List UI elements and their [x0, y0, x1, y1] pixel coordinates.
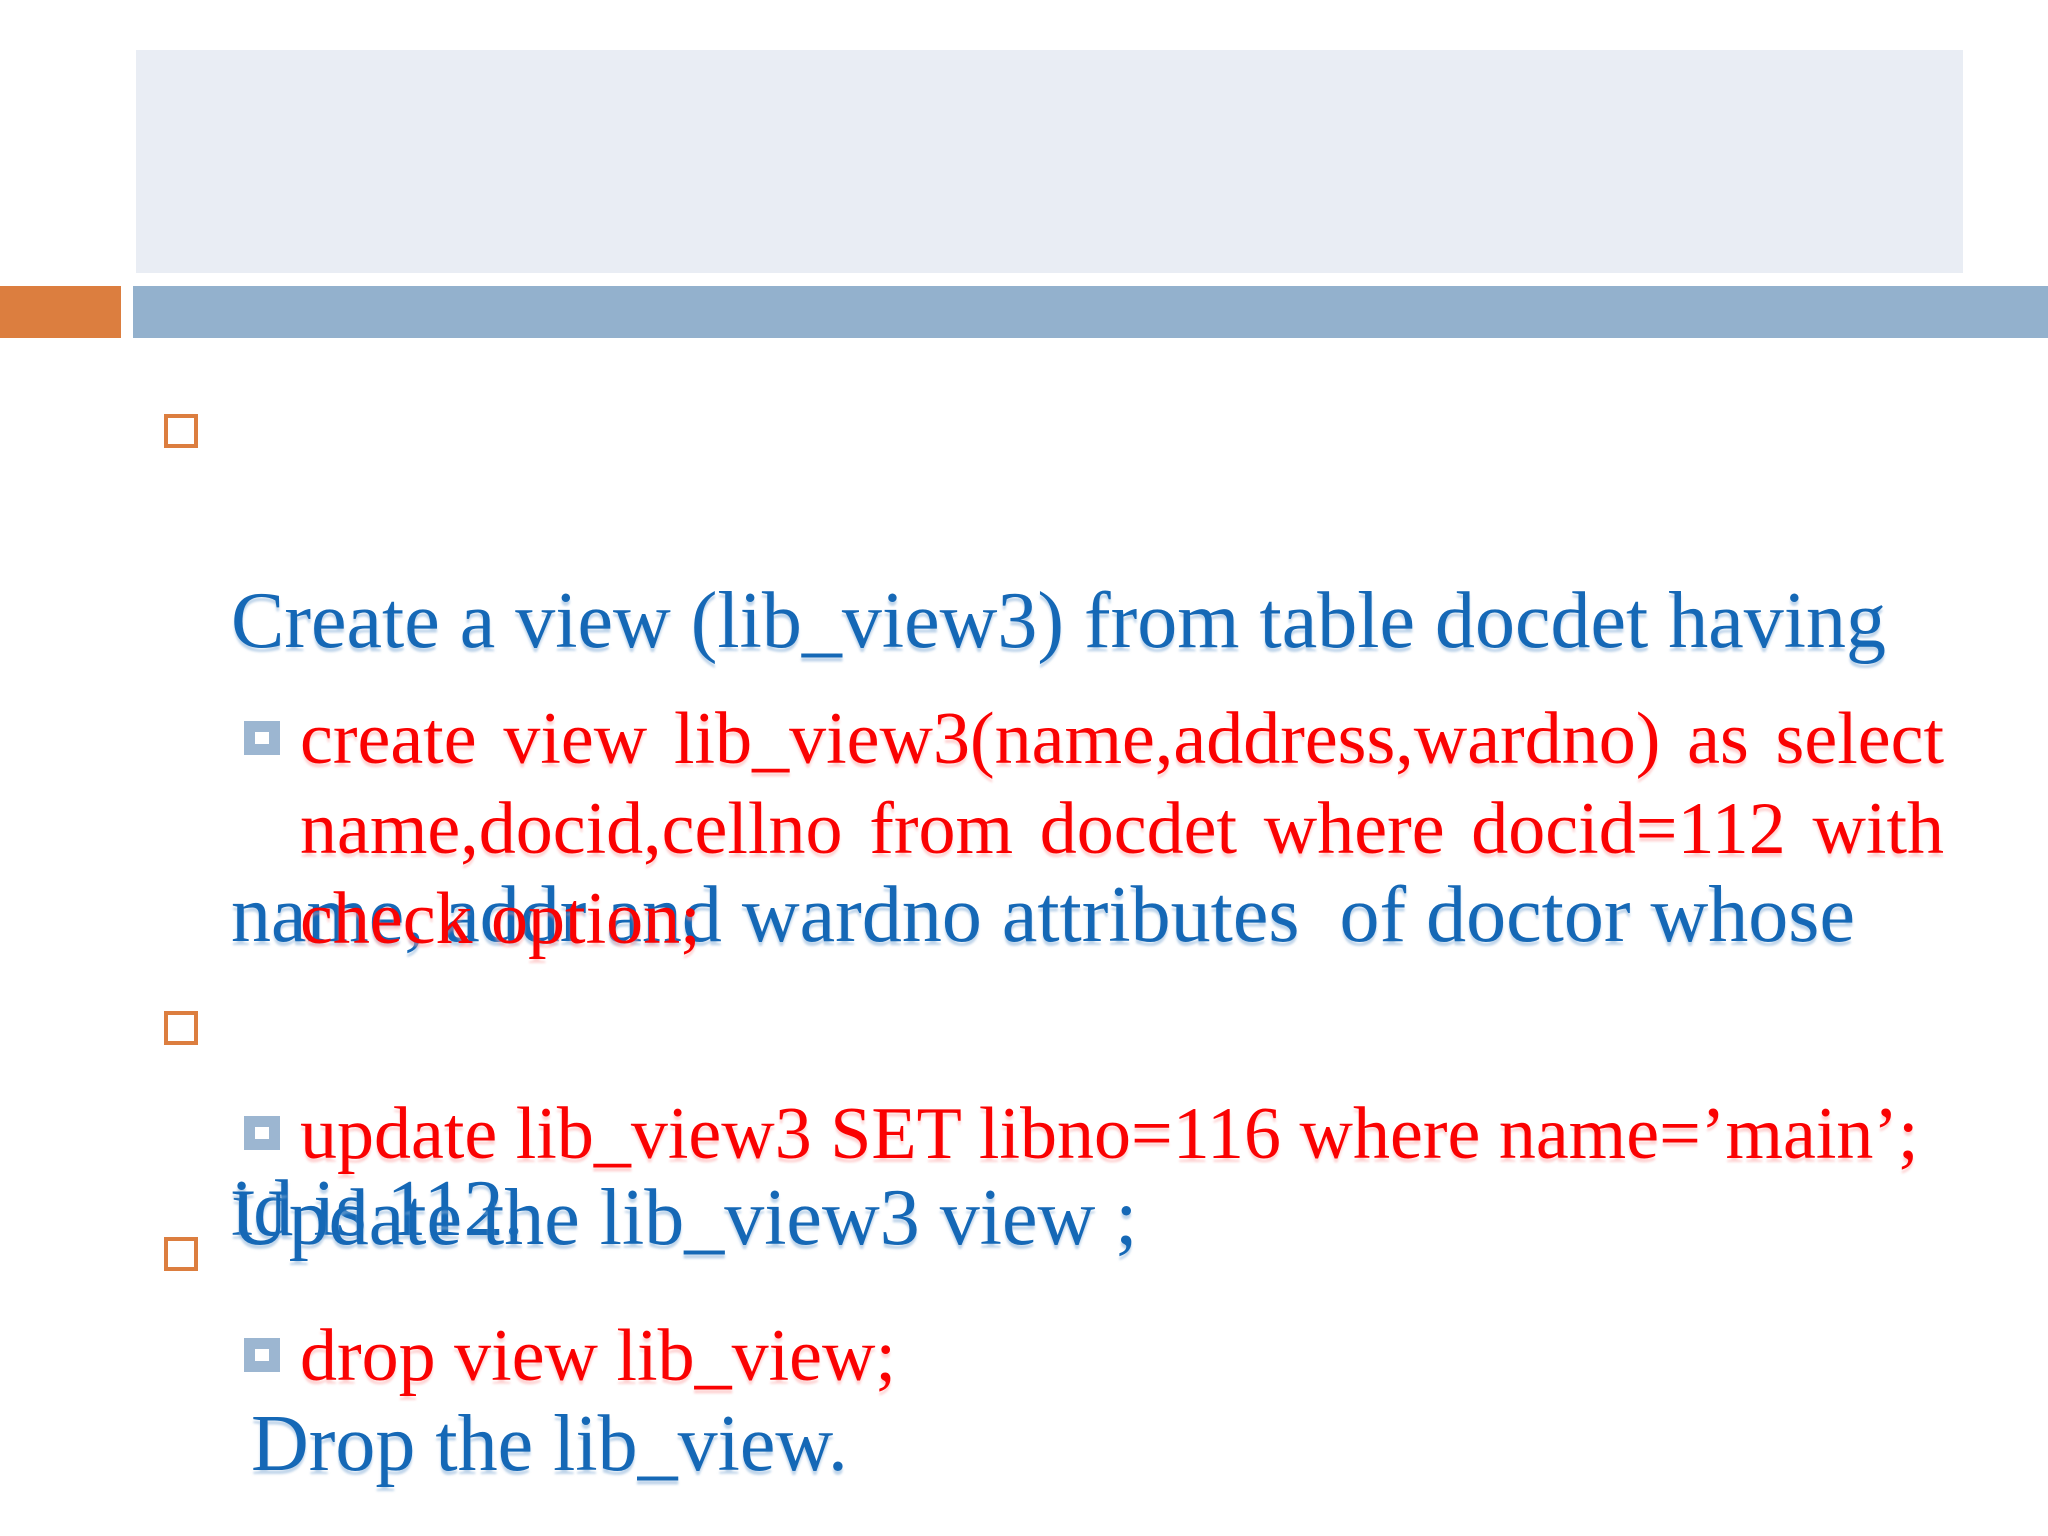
code-item-drop-view-sql: drop view lib_view; — [0, 1311, 2048, 1401]
bullet-text-line: id is 112. — [231, 1165, 524, 1253]
code-text-line: check option; — [300, 878, 701, 960]
code-text-line: drop view lib_view; — [300, 1315, 897, 1397]
orange-square-bullet-icon — [164, 1237, 198, 1271]
title-box — [136, 50, 1963, 273]
code-item-update-view-sql: update lib_view3 SET libno=116 where nam… — [0, 1089, 2048, 1179]
accent-blue-bar — [133, 286, 2048, 338]
code-item-create-view-sql: create view lib_view3(name,address,wardn… — [0, 694, 2048, 964]
blue-square-bullet-icon — [244, 721, 280, 755]
bullet-text-line: Update the lib_view3 view ; — [231, 1174, 1138, 1262]
blue-square-bullet-icon — [244, 1338, 280, 1372]
code-text-line: create view lib_view3(name,address,wardn… — [300, 698, 1944, 780]
blue-square-bullet-icon — [244, 1116, 280, 1150]
accent-orange-rectangle — [0, 286, 121, 338]
bullet-item-update-view: Update the lib_view3 view ; — [0, 973, 2048, 1463]
bullet-text-line: Drop the lib_view. — [231, 1400, 848, 1488]
bullet-item-create-view: Create a view (lib_view3) from table doc… — [0, 376, 2048, 1454]
code-text-line: name,docid,cellno from docdet where doci… — [300, 788, 1944, 870]
code-text-line: update lib_view3 SET libno=116 where nam… — [300, 1093, 1919, 1175]
orange-square-bullet-icon — [164, 1011, 198, 1045]
bullet-text-line: Create a view (lib_view3) from table doc… — [231, 577, 1886, 665]
bullet-text-line: name, addr and wardno attributes of doct… — [231, 871, 1855, 959]
bullet-item-drop-view: Drop the lib_view. — [0, 1199, 2048, 1536]
orange-square-bullet-icon — [164, 414, 198, 448]
